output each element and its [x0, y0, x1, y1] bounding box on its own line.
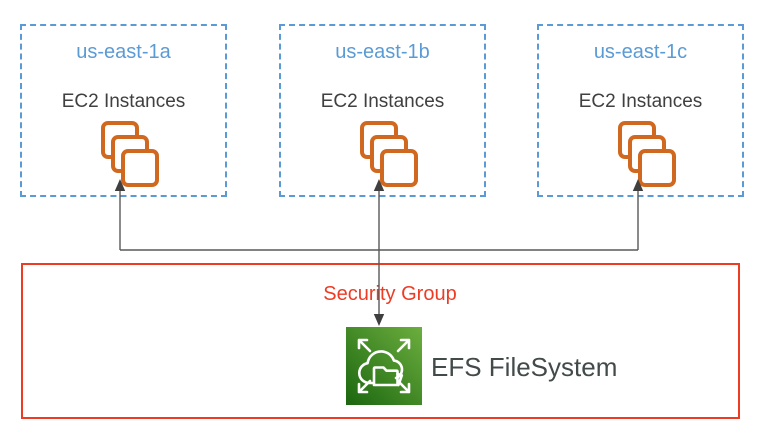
efs-filesystem-icon	[346, 327, 422, 405]
security-group-label: Security Group	[323, 283, 457, 305]
ec2-instances-icon	[618, 121, 676, 187]
arrow-up-left	[357, 338, 372, 353]
az-box-us-east-1b: us-east-1b EC2 Instances	[279, 24, 486, 197]
ec2-instances-icon	[101, 121, 159, 187]
efs-filesystem-label: EFS FileSystem	[431, 352, 618, 382]
az-region-label: us-east-1c	[593, 41, 688, 63]
folder	[372, 366, 399, 387]
cloud-outline	[358, 350, 404, 385]
az-box-us-east-1c: us-east-1c EC2 Instances	[537, 24, 744, 197]
az-box-us-east-1a: us-east-1a EC2 Instances	[20, 24, 227, 197]
az-region-label: us-east-1b	[335, 41, 430, 63]
ec2-instances-label: EC2 Instances	[61, 91, 186, 112]
ec2-instances-label: EC2 Instances	[578, 91, 703, 112]
folder-page	[396, 372, 404, 387]
arrow-up-right	[396, 338, 411, 353]
az-region-label: us-east-1a	[76, 41, 171, 63]
ec2-instances-icon	[360, 121, 418, 187]
ec2-instances-label: EC2 Instances	[320, 91, 445, 112]
